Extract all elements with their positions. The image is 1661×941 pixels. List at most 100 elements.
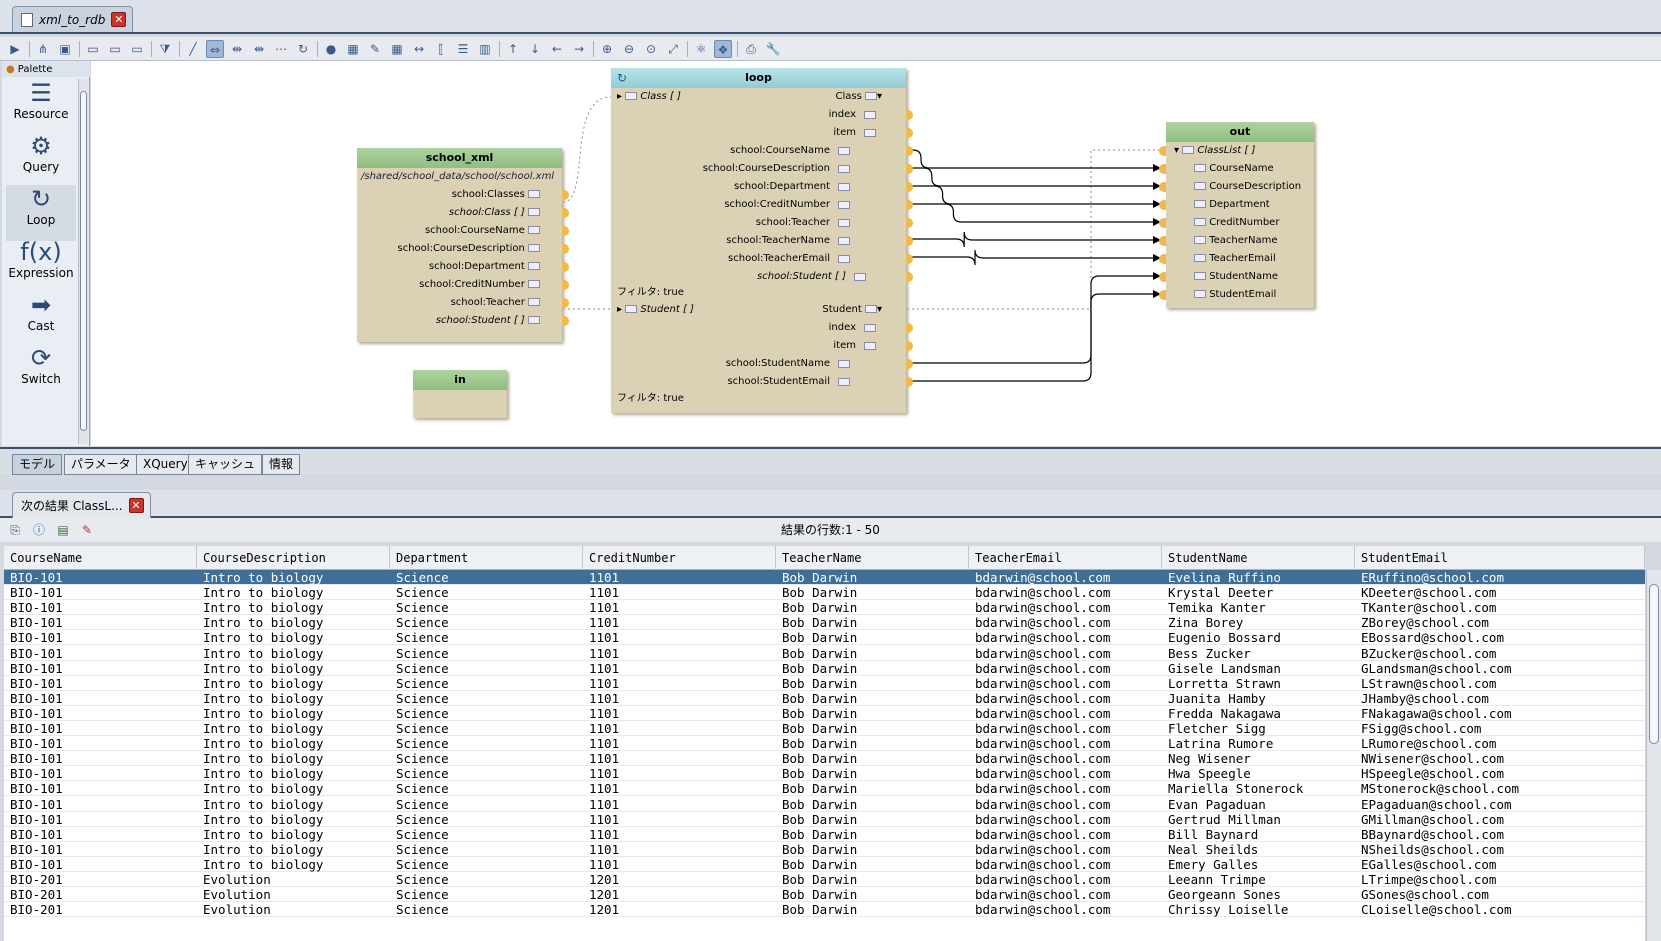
loop-field[interactable]: index (829, 319, 856, 337)
info-icon[interactable]: ⓘ (32, 523, 45, 537)
list-icon[interactable]: ☰ (457, 42, 469, 56)
editor-tab-xml-to-rdb[interactable]: xml_to_rdb ✕ (12, 6, 134, 32)
output-port[interactable] (906, 377, 913, 387)
out-classlist[interactable]: ▾ ClassList [ ] (1174, 142, 1255, 160)
output-port[interactable] (906, 164, 913, 174)
loop-field[interactable]: school:Student [ ] (757, 268, 846, 286)
in-node[interactable]: in (413, 370, 507, 418)
output-port[interactable] (562, 316, 569, 326)
input-port[interactable] (1159, 272, 1166, 282)
out-field[interactable]: CreditNumber (1194, 214, 1279, 232)
out-field[interactable]: TeacherName (1194, 232, 1277, 250)
palette-item-expression[interactable]: f(x)Expression (6, 238, 76, 294)
school-xml-field[interactable]: school:CourseDescription (398, 240, 540, 258)
fit-icon[interactable]: ⤢ (668, 42, 678, 56)
filter-add-icon[interactable]: ⧩ (159, 42, 171, 56)
column-header[interactable]: StudentName (1162, 546, 1355, 570)
loop-class-input[interactable]: ▸ Class [ ] (617, 88, 681, 106)
eraser-icon[interactable]: ✎ (369, 42, 381, 56)
arrow-left-icon[interactable]: ← (551, 42, 563, 56)
panel-icon[interactable]: ▥ (479, 42, 491, 56)
loop-field[interactable]: school:TeacherName (726, 232, 830, 250)
grid-icon[interactable]: ▦ (347, 42, 359, 56)
expand-icon[interactable]: ▾ (1174, 145, 1180, 156)
link-icon[interactable]: ╱ (189, 42, 197, 56)
loop-field[interactable]: school:StudentName (726, 355, 830, 373)
tab-view-0[interactable]: モデル (12, 454, 63, 475)
mapping-canvas[interactable]: school_xml /shared/school_data/school/sc… (91, 61, 1661, 446)
save-icon[interactable]: ▣ (59, 42, 71, 56)
results-tab[interactable]: 次の結果 ClassL... ✕ (12, 492, 151, 518)
input-port[interactable] (1159, 218, 1166, 228)
expand-icon[interactable]: ▸ (617, 91, 623, 102)
output-port[interactable] (562, 262, 569, 272)
school-xml-field[interactable]: school:Student [ ] (436, 312, 540, 330)
zoom-in-icon[interactable]: ⊕ (601, 42, 613, 56)
panel-splitter[interactable] (0, 476, 1661, 490)
zoom-out-icon[interactable]: ⊖ (623, 42, 635, 56)
out-field[interactable]: CourseName (1194, 160, 1274, 178)
school-xml-field[interactable]: school:CreditNumber (419, 276, 540, 294)
output-port[interactable] (906, 218, 913, 228)
out-field[interactable]: TeacherEmail (1194, 250, 1276, 268)
align-icon[interactable]: ⇔ (206, 40, 224, 58)
output-port[interactable] (906, 236, 913, 246)
input-port[interactable] (1159, 290, 1166, 300)
palette-icon[interactable]: ❖ (714, 40, 732, 58)
loop-field[interactable]: school:Department (734, 178, 830, 196)
comment-icon[interactable]: ▭ (87, 42, 99, 56)
column-header[interactable]: TeacherEmail (969, 546, 1162, 570)
wrench-icon[interactable]: 🔧 (765, 42, 781, 56)
export-icon[interactable]: ▤ (57, 523, 69, 537)
palette-item-switch[interactable]: ⟳Switch (6, 344, 76, 400)
input-port[interactable] (1159, 164, 1166, 174)
arrow-down-icon[interactable]: ↓ (529, 42, 541, 56)
output-port[interactable] (906, 182, 913, 192)
palette-item-query[interactable]: ⚙Query (6, 132, 76, 188)
run-icon[interactable]: ▶ (10, 42, 20, 56)
loop-student-input[interactable]: ▸ Student [ ] (617, 301, 694, 319)
arrow-up-icon[interactable]: ↑ (507, 42, 519, 56)
out-node[interactable]: out ▾ ClassList [ ] CourseName CourseDes… (1159, 122, 1314, 308)
out-field[interactable]: StudentEmail (1194, 286, 1276, 304)
school-xml-node[interactable]: school_xml /shared/school_data/school/sc… (357, 148, 569, 342)
stop-icon[interactable]: ● (325, 42, 337, 56)
palette-item-resource[interactable]: ☰Resource (6, 79, 76, 135)
school-xml-field[interactable]: school:Class [ ] (449, 204, 540, 222)
loop-field[interactable]: school:StudentEmail (727, 373, 830, 391)
comment-icon[interactable]: ▭ (131, 42, 143, 56)
output-port[interactable] (562, 244, 569, 254)
input-port[interactable] (1159, 146, 1166, 156)
school-xml-field[interactable]: school:Department (429, 258, 540, 276)
output-port[interactable] (562, 280, 569, 290)
arrow-right-icon[interactable]: → (573, 42, 585, 56)
dots-icon[interactable]: ⋯ (275, 42, 287, 56)
out-field[interactable]: Department (1194, 196, 1270, 214)
comment-icon[interactable]: ▭ (109, 42, 121, 56)
output-port[interactable] (906, 359, 913, 369)
output-port[interactable] (906, 146, 913, 156)
tab-view-1[interactable]: パラメータ (64, 454, 138, 475)
print-icon[interactable]: ⎙ (746, 42, 756, 56)
loop-student-output[interactable]: Student ▾ (822, 304, 882, 315)
input-port[interactable] (1159, 254, 1166, 264)
resize-icon[interactable]: ↔ (413, 42, 425, 56)
loop-field[interactable]: school:CreditNumber (724, 196, 830, 214)
zoom-fit-icon[interactable]: ⊙ (645, 42, 657, 56)
save-results-icon[interactable]: ⎘ (10, 523, 20, 537)
spread-icon[interactable]: ⇹ (231, 42, 243, 56)
loop-field[interactable]: item (833, 337, 856, 355)
